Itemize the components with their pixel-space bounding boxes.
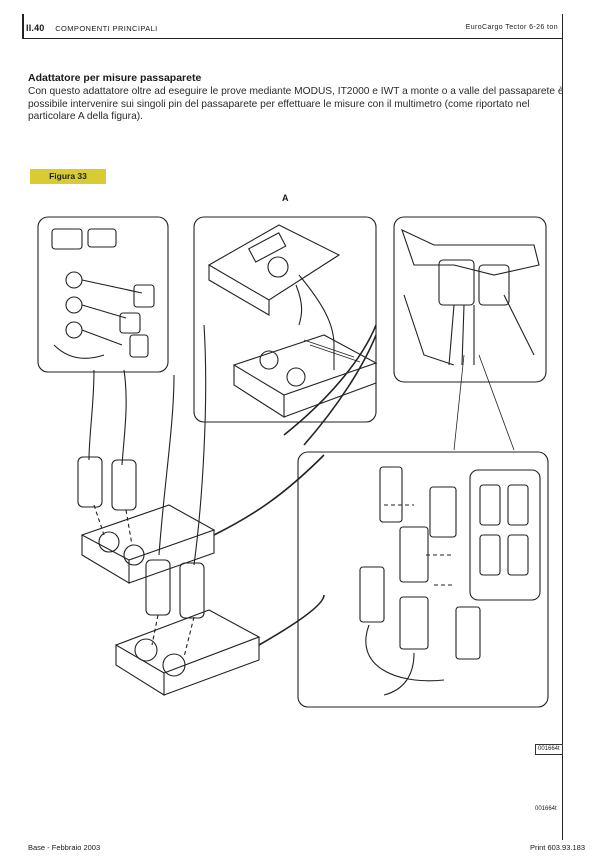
manual-title: EuroCargo Tector 6-26 ton bbox=[465, 24, 558, 31]
body-paragraph: Con questo adattatore oltre ad eseguire … bbox=[28, 86, 564, 123]
multimeter-panel bbox=[193, 216, 378, 423]
section-number: II.40 bbox=[26, 23, 45, 33]
header-divider bbox=[22, 14, 24, 38]
connector-detail-panel bbox=[297, 451, 549, 708]
page-edge-rule bbox=[562, 14, 563, 840]
left-adapter bbox=[77, 369, 216, 584]
section-subtitle: Adattatore per misure passaparete bbox=[28, 72, 202, 84]
bulkhead-panel bbox=[393, 216, 547, 383]
footer-print: Print 603.93.183 bbox=[529, 843, 585, 852]
header-rule bbox=[22, 38, 562, 39]
section-title: COMPONENTI PRINCIPALI bbox=[55, 24, 158, 33]
figure-label: Figura 33 bbox=[30, 169, 106, 184]
diagnostic-socket-panel bbox=[37, 216, 169, 373]
page-header: II.40 COMPONENTI PRINCIPALI EuroCargo Te… bbox=[22, 14, 560, 38]
figure-code-boxed: 001664t bbox=[535, 744, 563, 755]
footer-edition: Base - Febbraio 2003 bbox=[28, 843, 101, 852]
adapter-illustration bbox=[37, 216, 549, 708]
detail-letter: A bbox=[282, 193, 289, 203]
figure-code: 001664t bbox=[535, 806, 557, 812]
section-heading: II.40 COMPONENTI PRINCIPALI bbox=[26, 23, 158, 33]
right-adapter bbox=[114, 324, 261, 696]
